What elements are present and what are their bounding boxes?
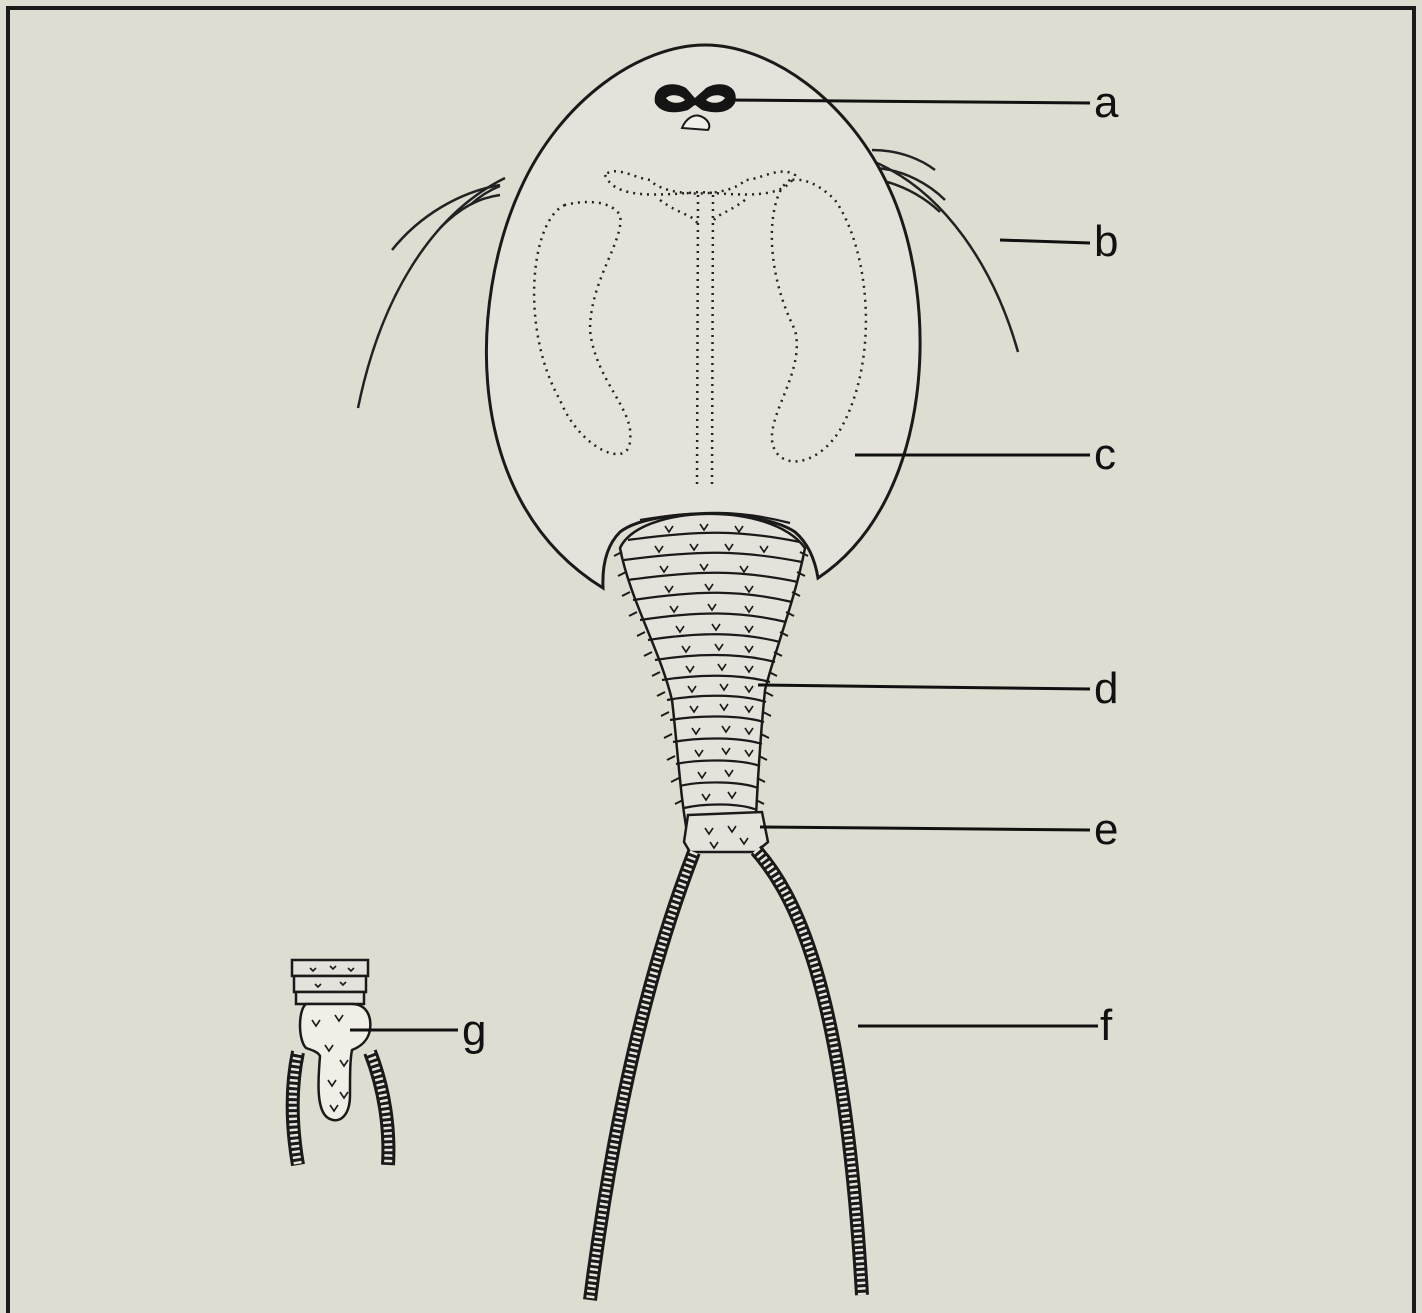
label-f: f — [1100, 1001, 1113, 1050]
label-a: a — [1094, 78, 1119, 127]
label-e: e — [1094, 805, 1118, 854]
telson — [684, 812, 768, 852]
label-d: d — [1094, 664, 1118, 713]
label-b: b — [1094, 217, 1118, 266]
label-c: c — [1094, 430, 1116, 479]
label-g: g — [462, 1006, 486, 1055]
